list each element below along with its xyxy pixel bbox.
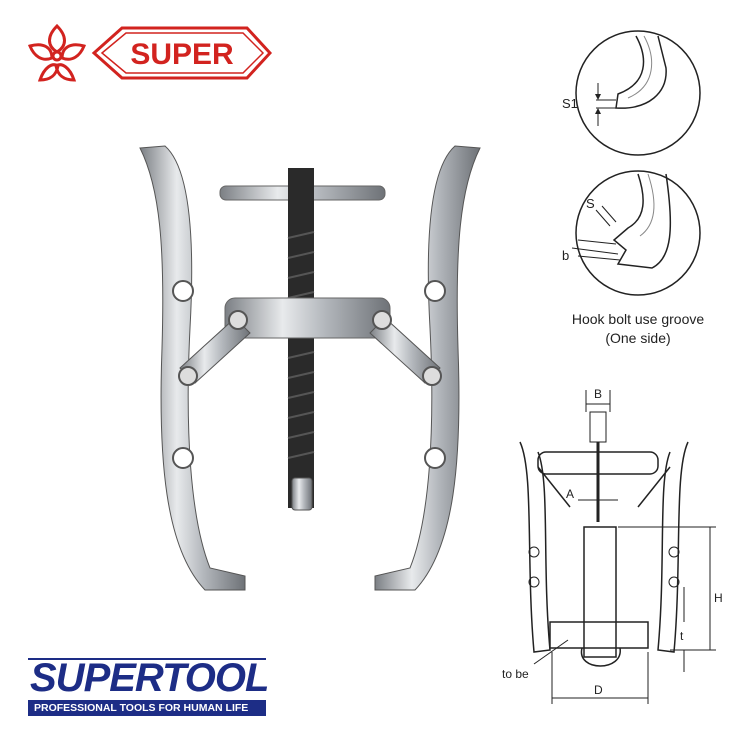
label-t: t: [680, 629, 684, 643]
label-s: S: [586, 196, 595, 211]
super-logo: SUPER: [27, 23, 272, 82]
dimension-diagram: B A H t to be D: [502, 387, 723, 704]
label-D: D: [594, 683, 603, 697]
puller-product-image: [139, 145, 481, 591]
label-to-be: to be: [502, 667, 529, 681]
supertool-wordmark: SUPERTOOL: [30, 656, 269, 700]
supertool-tagline: PROFESSIONAL TOOLS FOR HUMAN LIFE: [28, 700, 266, 716]
label-H: H: [714, 591, 723, 605]
hook-bolt-caption: Hook bolt use groove: [571, 311, 705, 327]
label-s1: S1: [562, 96, 578, 111]
label-B: B: [594, 387, 602, 401]
label-A: A: [566, 487, 574, 501]
super-logo-text: SUPER: [130, 38, 234, 71]
detail-s1-diagram: S1: [562, 30, 701, 156]
label-b-small: b: [562, 248, 569, 263]
flower-emblem-icon: [27, 23, 87, 82]
one-side-caption: (One side): [605, 330, 671, 346]
detail-s-b-diagram: S b: [562, 170, 701, 296]
logo-top-rule: [28, 658, 266, 660]
supertool-logo: SUPERTOOL PROFESSIONAL TOOLS FOR HUMAN L…: [18, 656, 269, 718]
